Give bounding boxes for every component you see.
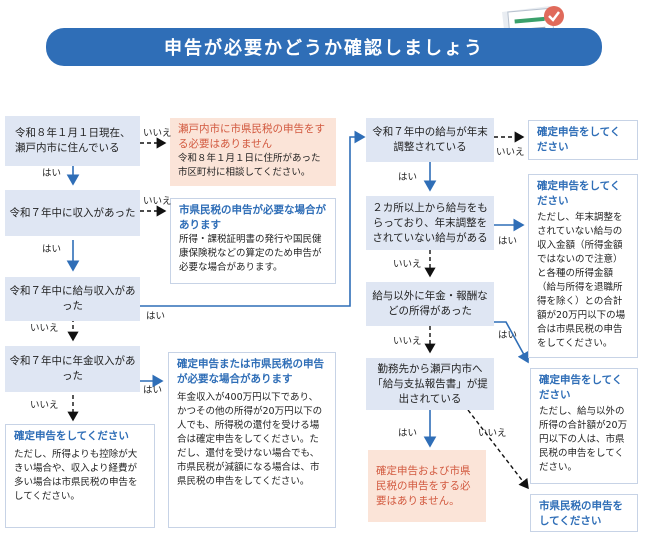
label-yes: はい <box>42 168 62 179</box>
result-body: ただし、所得よりも控除が大きい場合や、収入より経費が多い場合は市県民税の申告をし… <box>14 449 138 502</box>
result-title: 瀬戸内市に市県民税の申告をする必要はありません <box>178 123 325 150</box>
label-no: いいえ <box>143 196 172 207</box>
result-final-tax-return-multi: 確定申告をしてください ただし、年末調整をされていない給与の収入金額（所得金額で… <box>528 174 638 358</box>
label-no: いいえ <box>143 128 172 139</box>
question-pension-income: 令和７年中に年金収入があった <box>5 346 140 392</box>
label-no: いいえ <box>30 400 59 411</box>
result-title: 確定申告をしてください <box>537 180 621 207</box>
result-final-tax-return-other: 確定申告をしてください ただし、給与以外の所得の合計額が20万円以下の人は、市県… <box>530 368 638 484</box>
label-no: いいえ <box>393 336 422 347</box>
label-no: いいえ <box>393 259 422 270</box>
label-yes: はい <box>143 385 163 396</box>
label-yes: はい <box>398 172 418 183</box>
label-no: いいえ <box>478 428 507 439</box>
label-yes: はい <box>498 330 518 341</box>
result-title: 確定申告をしてください <box>14 430 129 442</box>
result-not-resident: 瀬戸内市に市県民税の申告をする必要はありません 令和８年１月１日に住所があった市… <box>170 118 336 186</box>
result-title: 確定申告をしてください <box>539 374 623 401</box>
question-salary-report: 勤務先から瀬戸内市へ「給与支払報告書」が提出されている <box>366 358 494 410</box>
result-body: ただし、給与以外の所得の合計額が20万円以下の人は、市県民税の申告をしてください… <box>539 406 628 473</box>
label-yes: はい <box>146 311 166 322</box>
question-year-end-adjustment: 令和７年中の給与が年末調整されている <box>366 118 494 162</box>
result-title: 確定申告および市県民税の申告をする必要はありません。 <box>376 464 471 507</box>
label-yes: はい <box>498 236 518 247</box>
result-no-income: 市県民税の申告が必要な場合があります 所得・課税証明書の発行や国民健康保険税など… <box>170 198 336 284</box>
result-title: 確定申告または市県民税の申告が必要な場合があります <box>177 358 324 385</box>
label-no: いいえ <box>496 147 525 158</box>
result-pension: 確定申告または市県民税の申告が必要な場合があります 年金収入が400万円以下であ… <box>168 352 336 528</box>
result-title: 市県民税の申告が必要な場合があります <box>179 204 326 231</box>
label-yes: はい <box>398 428 418 439</box>
result-body: 令和８年１月１日に住所があった市区町村に相談してください。 <box>178 153 321 178</box>
result-final-tax-return-top: 確定申告をしてください <box>528 120 638 160</box>
question-residence: 令和８年１月１日現在、瀬戸内市に住んでいる <box>5 116 140 166</box>
result-final-tax-return-left: 確定申告をしてください ただし、所得よりも控除が大きい場合や、収入より経費が多い… <box>5 424 155 528</box>
result-city-tax-filing: 市県民税の申告をしてください <box>530 494 638 532</box>
result-title: 市県民税の申告をしてください <box>539 500 623 527</box>
question-income: 令和７年中に収入があった <box>5 190 140 236</box>
result-body: 所得・課税証明書の発行や国民健康保険税などの算定のため申告が必要な場合があります… <box>179 234 322 273</box>
result-body: ただし、年末調整をされていない給与の収入金額（所得金額ではないので注意）と各種の… <box>537 212 626 349</box>
question-multiple-salaries: ２カ所以上から給与をもらっており、年末調整をされていない給与がある <box>366 196 494 250</box>
question-salary-income: 令和７年中に給与収入があった <box>5 277 140 321</box>
label-no: いいえ <box>30 323 59 334</box>
page-title: 申告が必要かどうか確認しましょう <box>46 28 602 66</box>
result-body: 年金収入が400万円以下であり、かつその他の所得が20万円以下の人でも、所得税の… <box>177 392 323 487</box>
label-yes: はい <box>42 244 62 255</box>
result-no-filing-needed: 確定申告および市県民税の申告をする必要はありません。 <box>368 450 486 522</box>
question-other-income: 給与以外に年金・報酬などの所得があった <box>366 282 494 326</box>
result-title: 確定申告をしてください <box>537 126 621 153</box>
